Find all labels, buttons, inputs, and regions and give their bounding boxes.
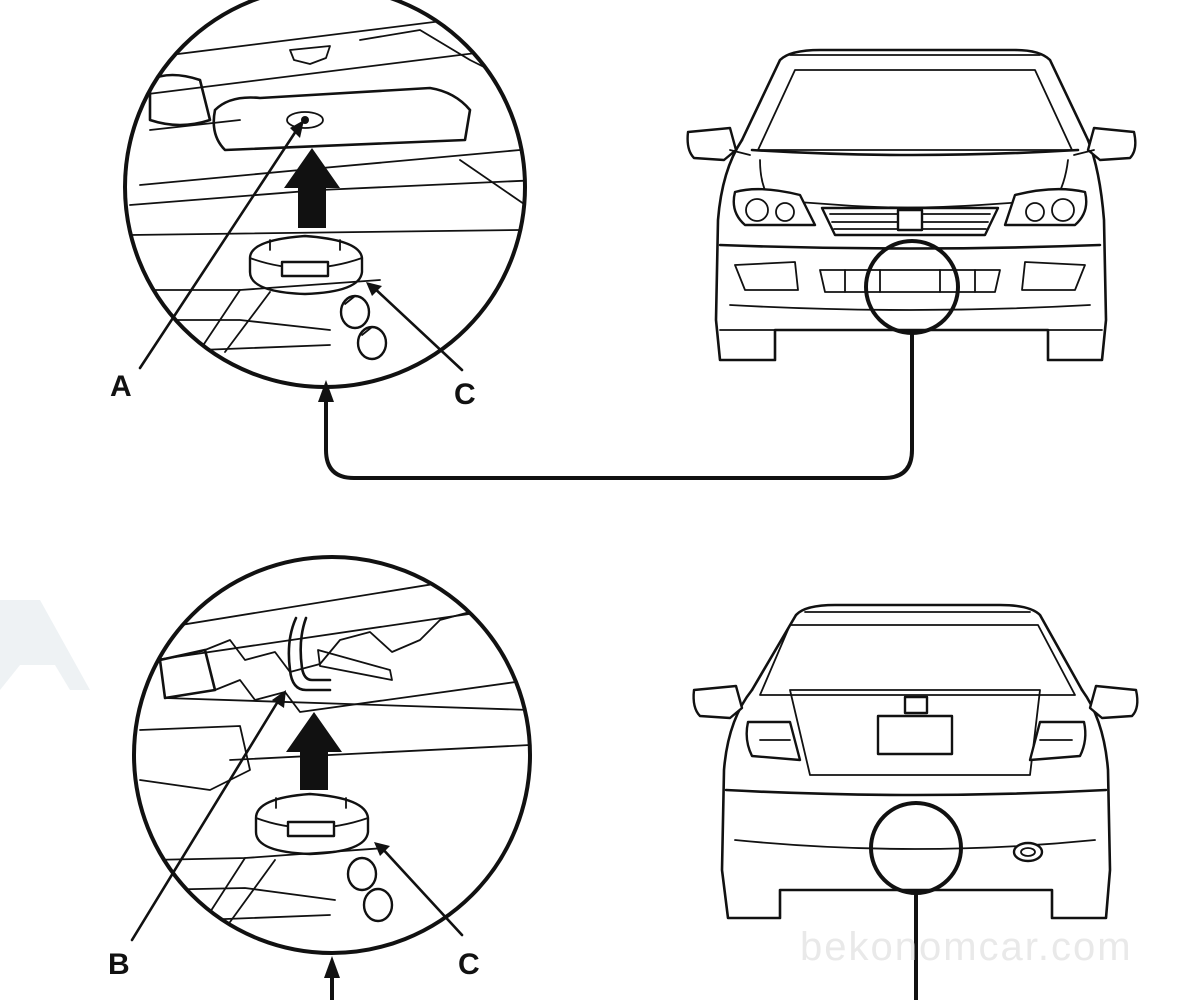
front-view-car <box>686 48 1137 362</box>
front-leader-line <box>324 331 914 480</box>
lift-direction-arrow <box>284 148 340 228</box>
callout-c-bottom: C <box>458 948 480 981</box>
rear-view-car <box>692 603 1139 920</box>
background-watermark-shape <box>0 600 90 690</box>
watermark-text: bekonomcar.com <box>800 925 1133 969</box>
callout-b: B <box>108 948 130 981</box>
pointer-c-bottom-leader <box>378 844 464 937</box>
callout-a: A <box>110 370 132 403</box>
lift-direction-arrow-rear <box>286 712 342 790</box>
front-detail-magnifier <box>123 0 527 389</box>
pointer-a-leader <box>138 126 300 370</box>
pointer-c-top-leader <box>370 284 464 372</box>
pointer-b-leader <box>130 696 282 942</box>
front-leader-arrowhead <box>318 380 334 402</box>
rear-detail-magnifier <box>132 555 532 955</box>
callout-c-top: C <box>454 378 476 411</box>
